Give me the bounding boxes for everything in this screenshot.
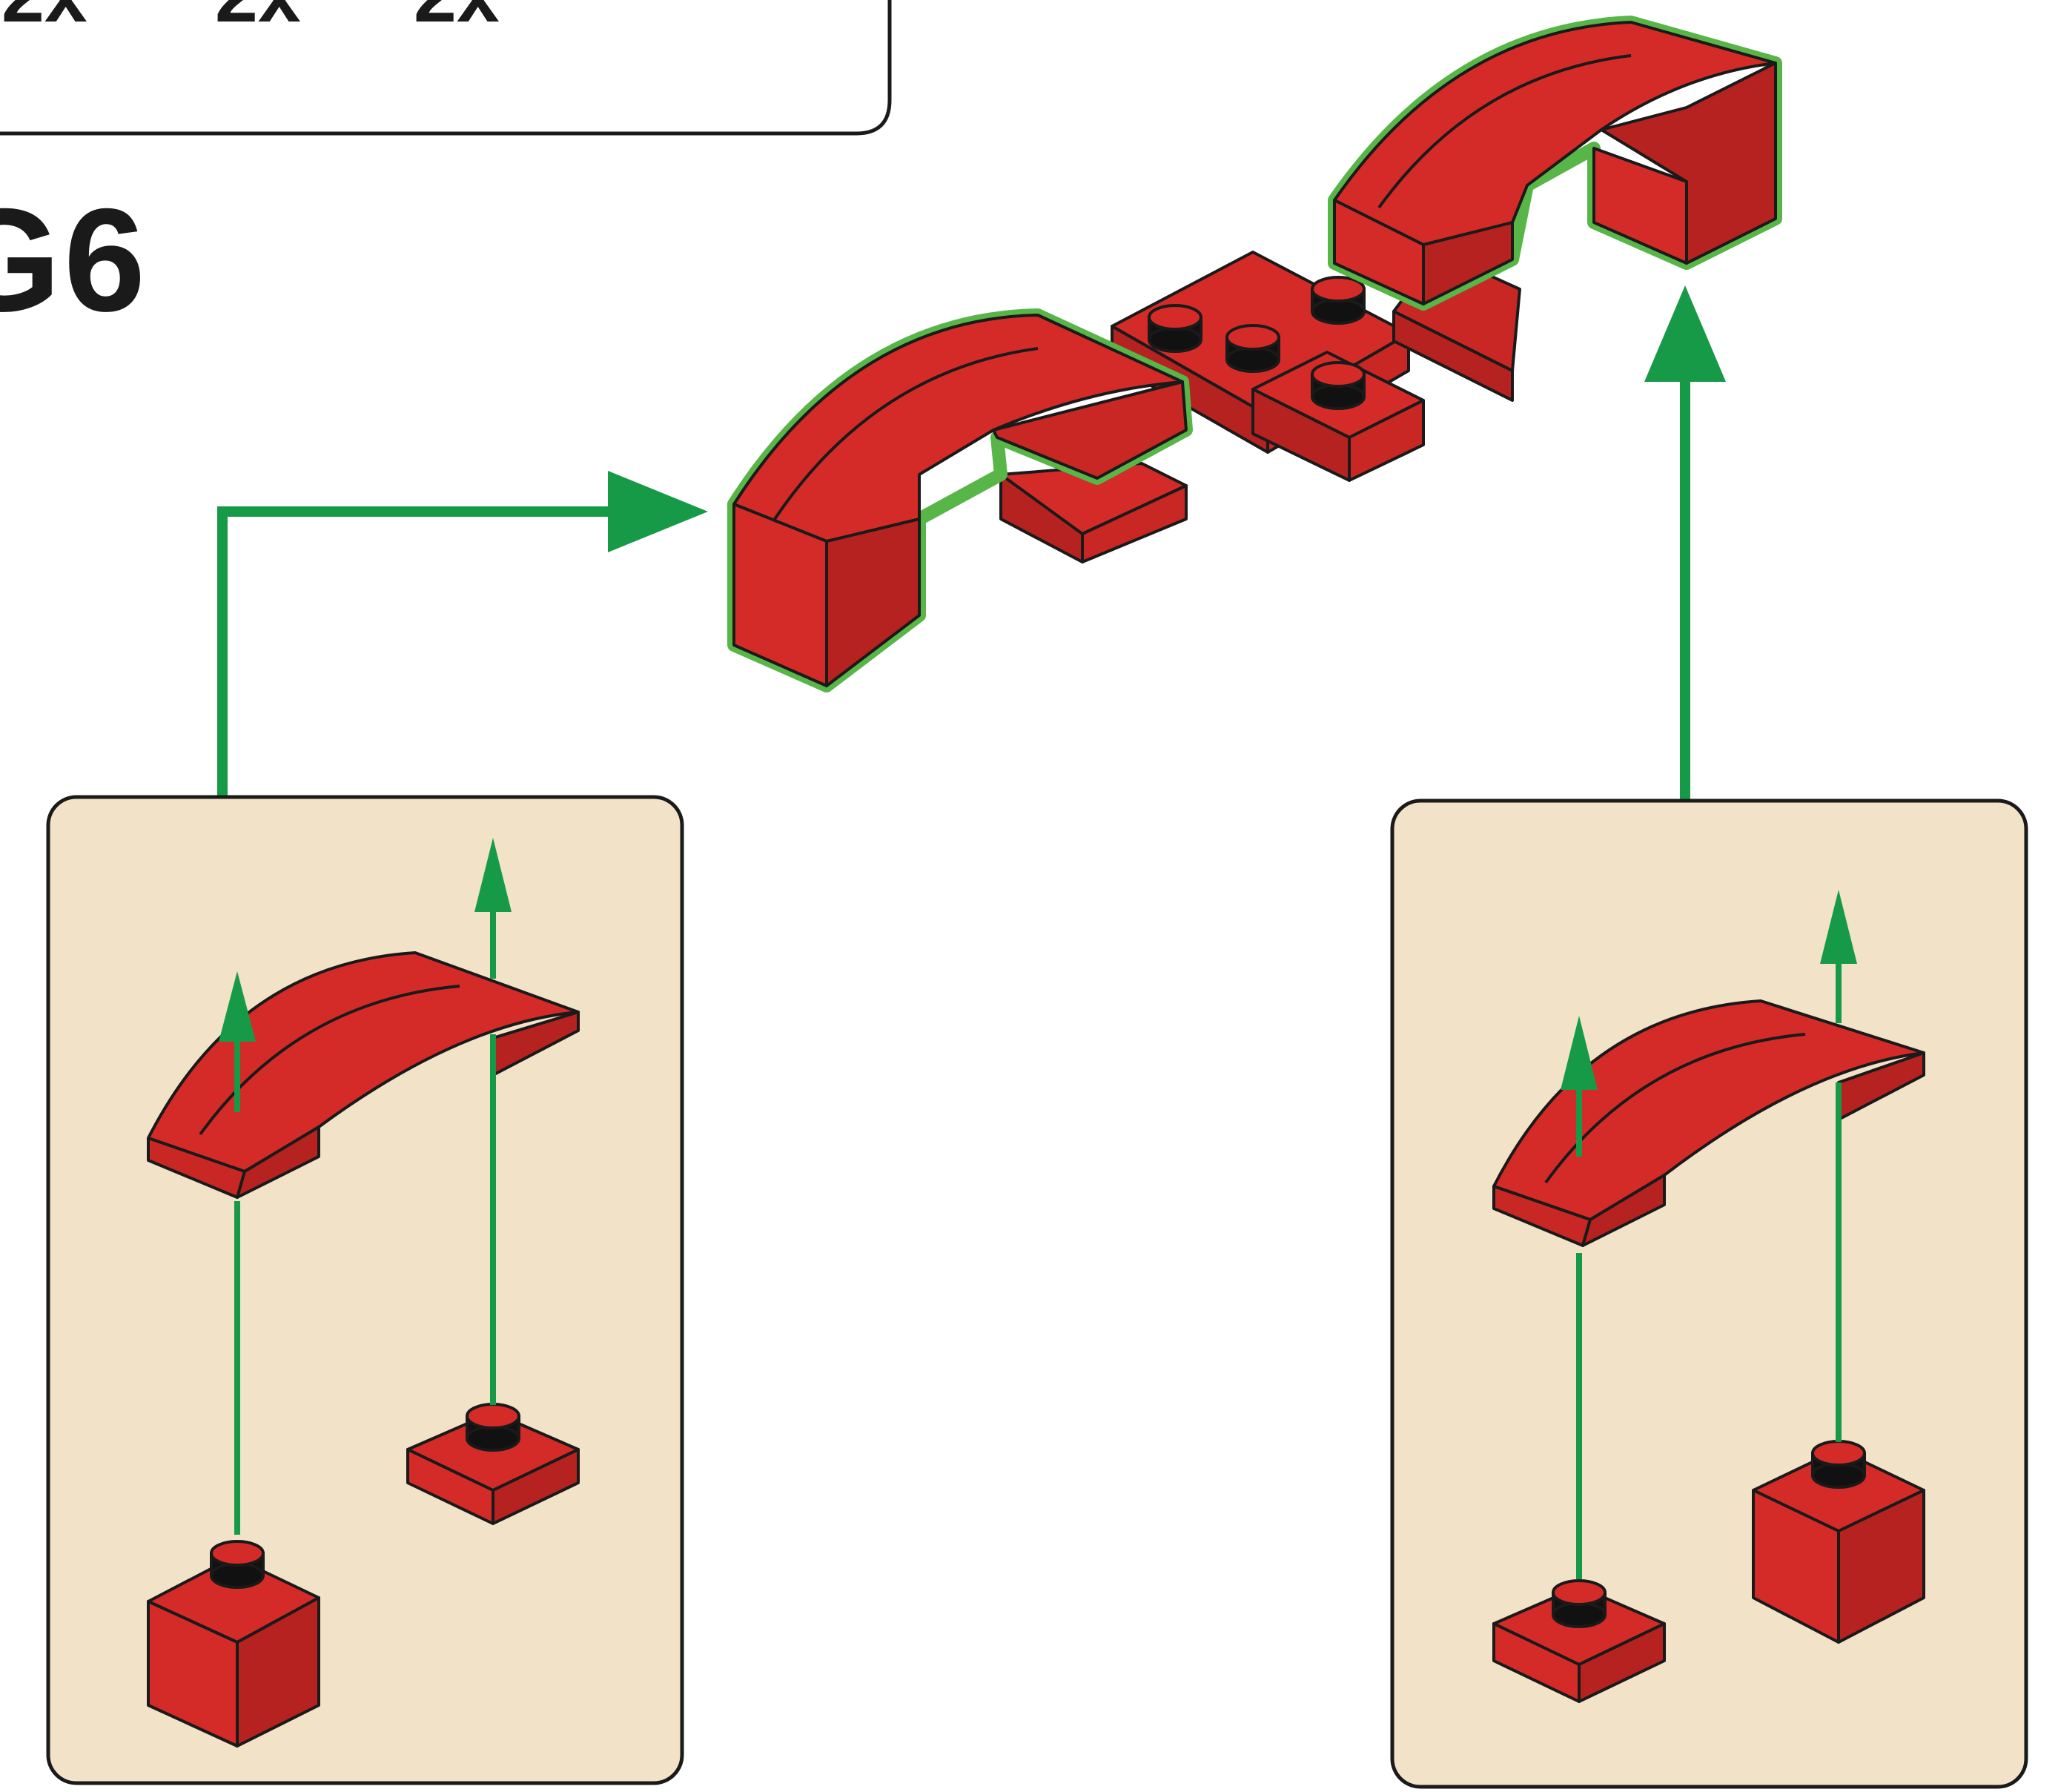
left-connector-line (217, 506, 630, 797)
part-quantity-2: 2x (215, 0, 301, 34)
main-assembly (727, 16, 1782, 692)
parts-list-box (0, 0, 892, 136)
left-curved-slope-part (147, 951, 580, 1199)
part-quantity-1: 2x (1, 0, 87, 34)
left-arch-highlighted (727, 308, 1193, 692)
left-subassembly-panel (46, 795, 684, 1785)
left-connector-arrowhead (608, 471, 708, 552)
right-curved-slope-part (1492, 999, 1925, 1247)
right-arrow-up-1 (1561, 1016, 1598, 1090)
right-arrow-up-2 (1820, 890, 1857, 964)
base-plate-studs (1148, 276, 1366, 410)
right-connector-arrowhead (1644, 285, 1726, 382)
right-brick-1x1 (1752, 1440, 1925, 1644)
left-arrow-up-1 (219, 971, 256, 1042)
connector-arrows (217, 285, 1726, 801)
left-arrow-up-2 (474, 838, 512, 912)
left-plate-1x1 (406, 1403, 580, 1525)
right-plate-1x1 (1492, 1579, 1666, 1703)
step-number: G6 (0, 178, 149, 342)
right-subassembly-panel (1390, 799, 2028, 1789)
right-arch-highlighted (1328, 16, 1782, 311)
part-quantity-3: 2x (414, 0, 500, 34)
left-brick-1x1 (147, 1540, 320, 1748)
